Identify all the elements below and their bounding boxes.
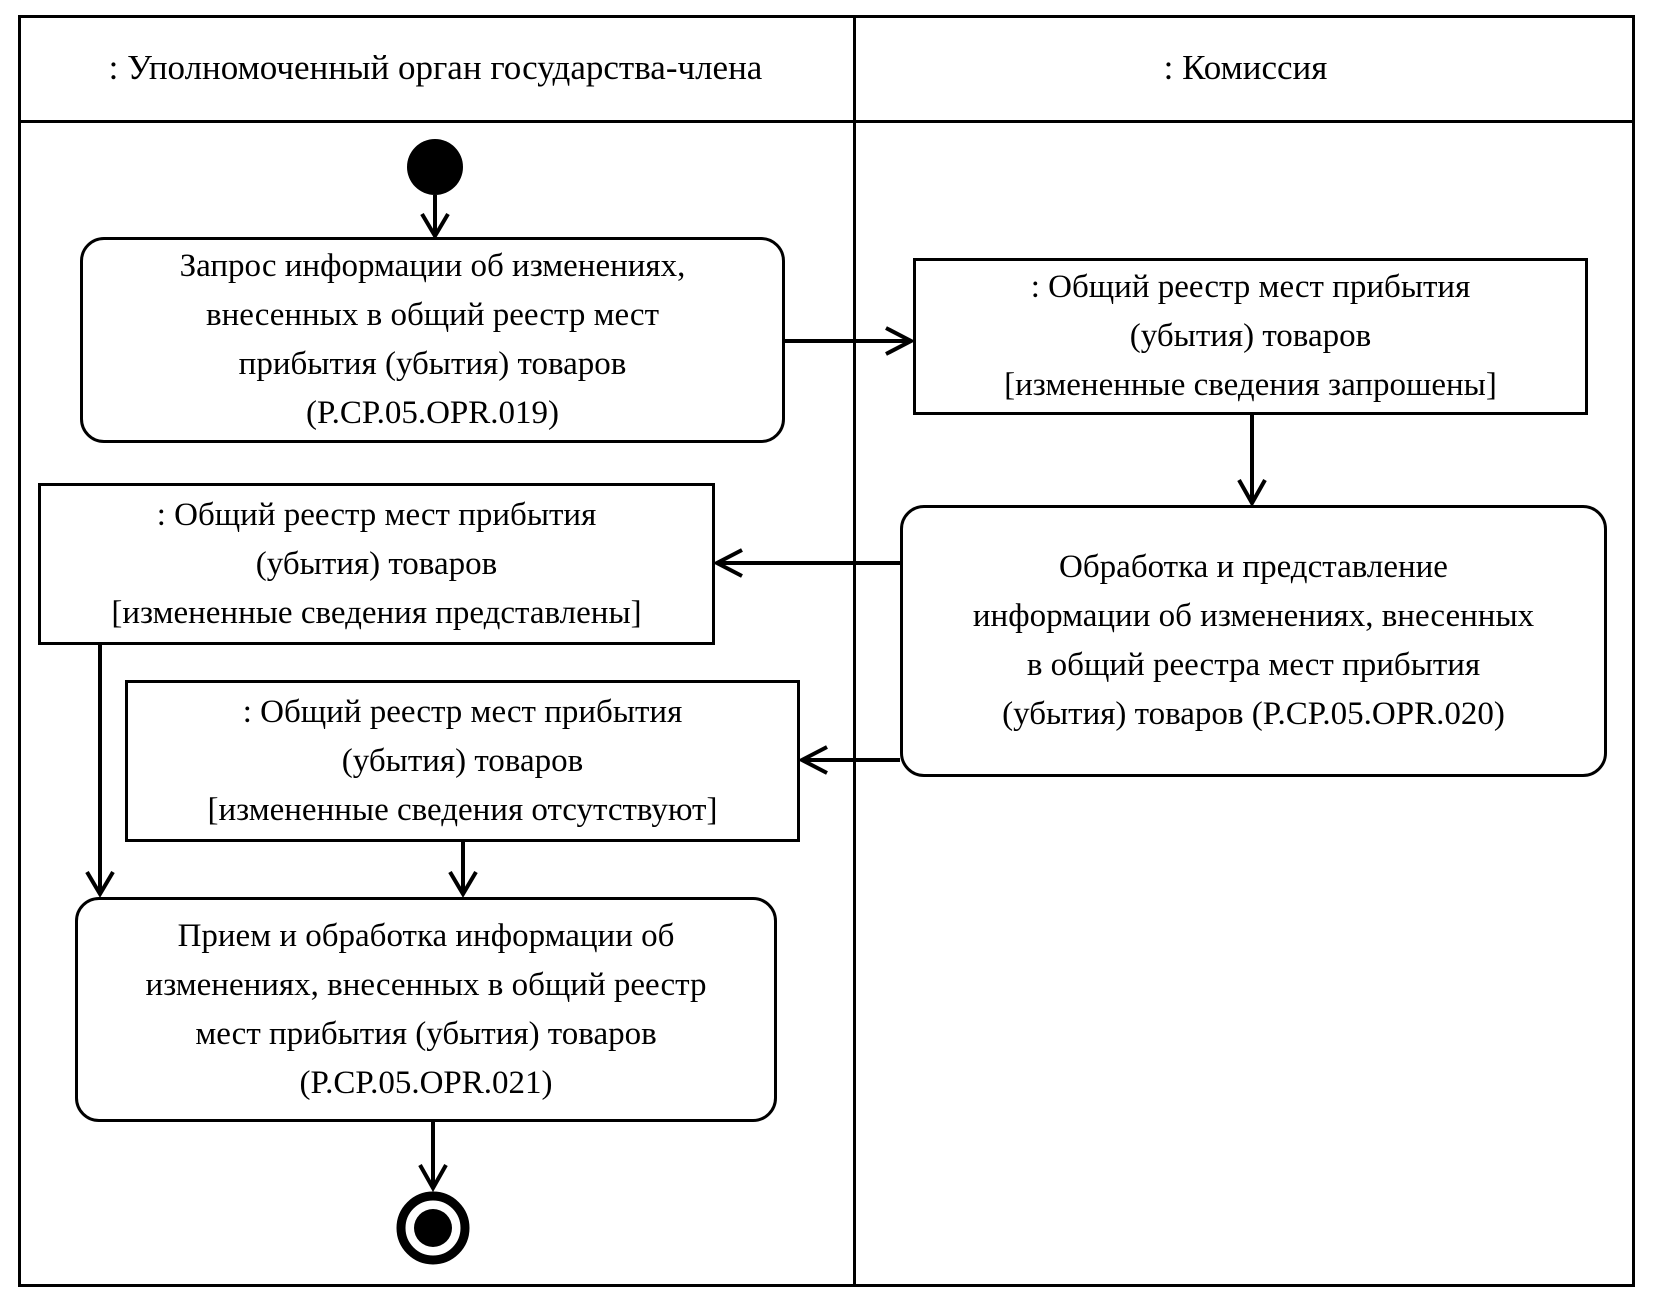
activity-process-and-provide: Обработка и представление информации об … — [900, 505, 1607, 777]
lane-header-authorized-body-label: : Уполномоченный орган государства-члена — [108, 47, 763, 87]
activity-receive-and-process: Прием и обработка информации об изменени… — [75, 897, 777, 1122]
object-registry-changes-requested-label: : Общий реестр мест прибытия (убытия) то… — [1004, 269, 1497, 403]
object-registry-changes-requested: : Общий реестр мест прибытия (убытия) то… — [913, 258, 1588, 415]
object-registry-changes-provided-label: : Общий реестр мест прибытия (убытия) то… — [111, 496, 642, 631]
lane-divider — [853, 15, 856, 1287]
activity-request-changes-label: Запрос информации об изменениях, внесенн… — [179, 248, 686, 431]
activity-receive-and-process-label: Прием и обработка информации об изменени… — [145, 917, 707, 1101]
object-registry-changes-provided: : Общий реестр мест прибытия (убытия) то… — [38, 483, 715, 645]
lane-header-authorized-body: : Уполномоченный орган государства-члена — [18, 15, 853, 120]
activity-process-and-provide-label: Обработка и представление информации об … — [972, 549, 1535, 732]
diagram-frame — [18, 15, 1635, 1287]
object-registry-changes-absent: : Общий реестр мест прибытия (убытия) то… — [125, 680, 800, 842]
lane-header-commission: : Комиссия — [856, 15, 1635, 120]
object-registry-changes-absent-label: : Общий реестр мест прибытия (убытия) то… — [207, 693, 718, 828]
swimlane-header-row — [18, 15, 1635, 123]
activity-request-changes: Запрос информации об изменениях, внесенн… — [80, 237, 785, 443]
lane-header-commission-label: : Комиссия — [1163, 47, 1328, 87]
